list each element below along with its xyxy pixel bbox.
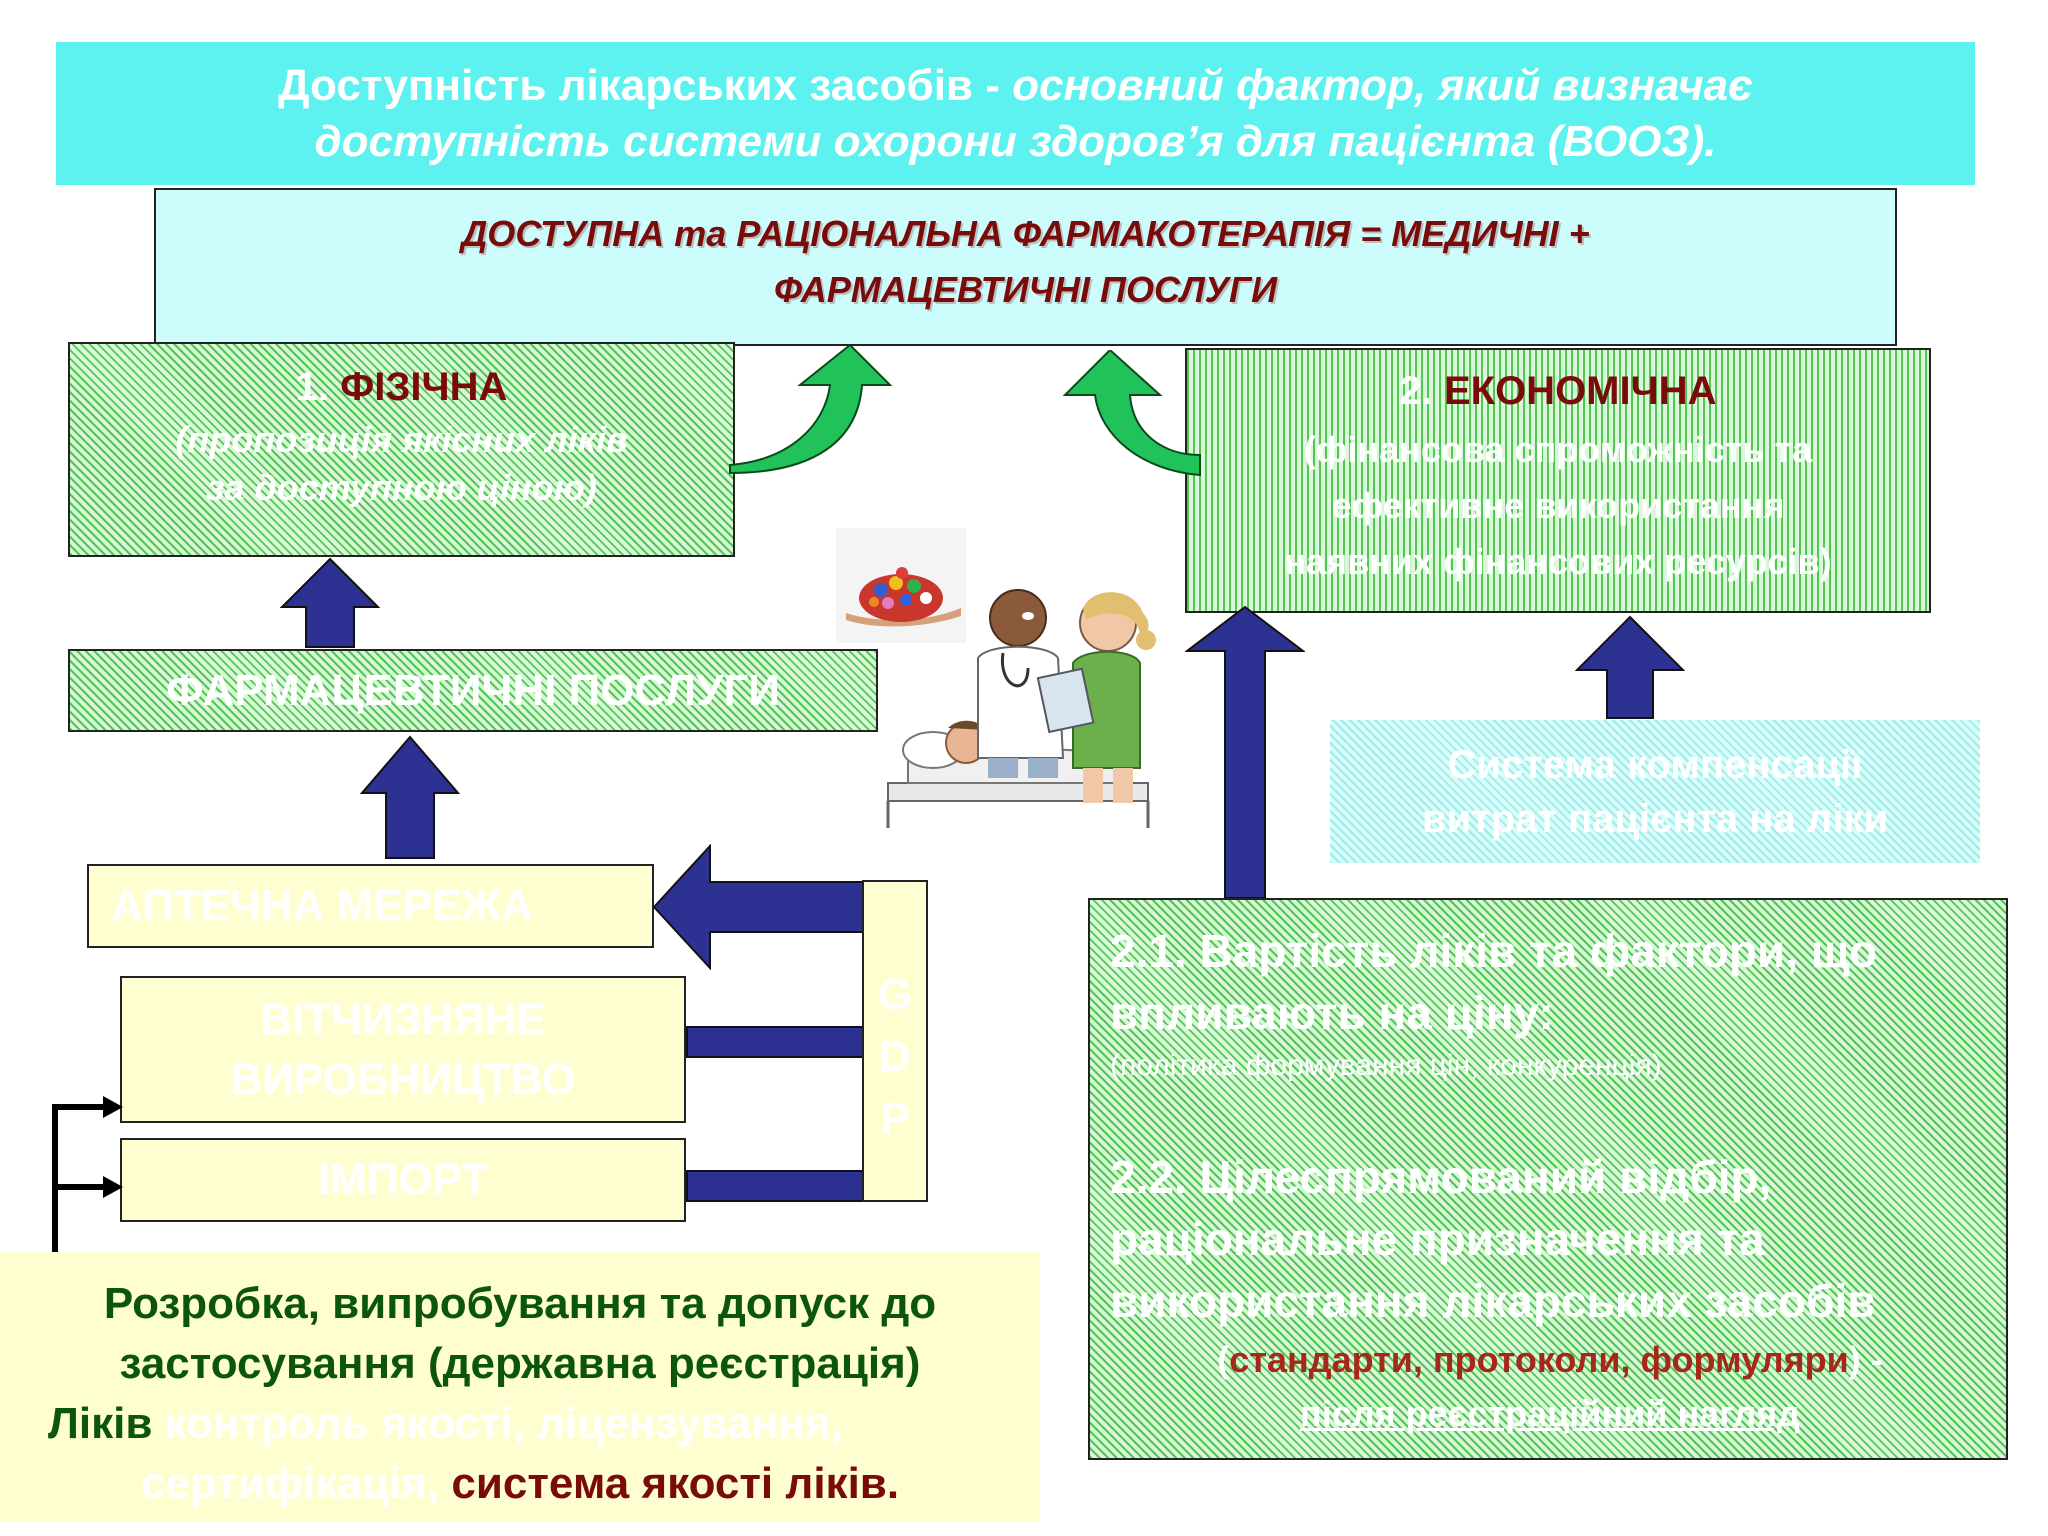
economic-desc-line3: наявних фінансових ресурсів) bbox=[1284, 541, 1832, 582]
physical-title: ФІЗІЧНА bbox=[340, 365, 508, 409]
economic-number: 2. bbox=[1399, 369, 1444, 413]
regulation-quality-system: система якості ліків. bbox=[451, 1459, 900, 1508]
green-curved-arrow-right bbox=[1062, 350, 1201, 477]
factors-open-paren: ( bbox=[1217, 1339, 1230, 1380]
factors-p2-line3: використання лікарських засобів bbox=[1110, 1275, 1876, 1327]
gdp-letter-p: P bbox=[880, 1094, 910, 1143]
pharmacy-network-label: АПТЕЧНА МЕРЕЖА bbox=[111, 881, 533, 930]
regulation-medicines: Ліків bbox=[48, 1399, 153, 1448]
pills-hand-icon bbox=[836, 528, 966, 643]
economic-desc-line1: (фінансова спроможність та bbox=[1303, 429, 1813, 470]
factors-post-reg: після реєстраційний нагляд bbox=[1299, 1393, 1801, 1434]
title-line1-italic: основний фактор, який визначає bbox=[1012, 60, 1753, 110]
economic-desc-line2: ефективне використання bbox=[1331, 485, 1785, 526]
physical-number: 1. bbox=[295, 365, 341, 409]
connector-domestic-gdp bbox=[686, 1026, 864, 1058]
factors-p2-line1: 2.2. Цілеспрямований відбір, bbox=[1110, 1151, 1772, 1203]
domestic-line1: ВІТЧИЗНЯНЕ bbox=[260, 994, 546, 1044]
formula-line1: ДОСТУПНА та РАЦІОНАЛЬНА ФАРМАКОТЕРАПІЯ =… bbox=[461, 213, 1590, 254]
title-banner: Доступність лікарських засобів - основни… bbox=[56, 42, 1975, 185]
title-line1-normal: Доступність лікарських засобів - bbox=[278, 60, 1013, 110]
regulation-quality-control: контроль якості, ліцензування, bbox=[152, 1399, 843, 1448]
factors-p2-line2: раціональне призначення та bbox=[1110, 1213, 1765, 1265]
regulation-line2: застосування (державна реєстрація) bbox=[119, 1339, 921, 1388]
connector-import-gdp bbox=[686, 1170, 864, 1202]
economic-box: 2. ЕКОНОМІЧНА (фінансова спроможність та… bbox=[1185, 348, 1931, 613]
arrow-gdp-to-pharmacy bbox=[652, 844, 865, 970]
economic-title: ЕКОНОМІЧНА bbox=[1443, 369, 1717, 413]
arrow-up-to-physical bbox=[280, 557, 380, 648]
compensation-box: Система компенсації витрат пацієнта на л… bbox=[1330, 720, 1980, 863]
gdp-letter-g: G bbox=[877, 970, 913, 1019]
factors-standards: стандарти, протоколи, формуляри bbox=[1229, 1339, 1849, 1380]
formula-line2: ФАРМАЦЕВТИЧНІ ПОСЛУГИ bbox=[773, 269, 1278, 310]
regulation-line1: Розробка, випробування та допуск до bbox=[103, 1279, 937, 1328]
regulation-bracket-arrows bbox=[52, 1096, 123, 1262]
pharm-services-label: ФАРМАЦЕВТИЧНІ ПОСЛУГИ bbox=[165, 665, 780, 715]
physical-box: 1. ФІЗІЧНА (пропозиція якісних ліків за … bbox=[68, 342, 735, 557]
import-box: ІМПОРТ bbox=[120, 1138, 686, 1222]
green-curved-arrow-left bbox=[729, 345, 893, 475]
factors-p1-line1: 2.1. Вартість ліків та фактори, що bbox=[1110, 925, 1878, 977]
doctor-nurse-patient-illustration bbox=[886, 589, 1156, 828]
import-label: ІМПОРТ bbox=[317, 1155, 489, 1204]
regulation-box: Розробка, випробування та допуск до заст… bbox=[0, 1252, 1040, 1522]
physical-desc-line2: за доступною ціною) bbox=[206, 467, 597, 508]
regulation-certification: сертифікація, bbox=[140, 1459, 452, 1508]
physical-desc-line1: (пропозиція якісних ліків bbox=[175, 419, 628, 460]
formula-box: ДОСТУПНА та РАЦІОНАЛЬНА ФАРМАКОТЕРАПІЯ =… bbox=[154, 188, 1897, 346]
factors-box: 2.1. Вартість ліків та фактори, що вплив… bbox=[1088, 898, 2008, 1460]
factors-p1-line2: впливають на ціну: bbox=[1110, 987, 1554, 1039]
gdp-box: G D P bbox=[862, 880, 928, 1202]
compensation-line1: Система компенсації bbox=[1447, 742, 1863, 787]
factors-p1-sub: (політика формування цін, конкуренція) bbox=[1110, 1049, 1662, 1082]
title-line2: доступність системи охорони здоров’я для… bbox=[314, 116, 1717, 166]
gdp-letter-d: D bbox=[879, 1032, 911, 1081]
arrow-up-to-economic-left bbox=[1185, 605, 1305, 899]
arrow-up-to-pharm-services bbox=[360, 735, 460, 859]
domestic-line2: ВИРОБНИЦТВО bbox=[230, 1054, 576, 1104]
factors-close-paren: ) - bbox=[1848, 1339, 1883, 1380]
arrow-up-to-economic-right bbox=[1575, 615, 1685, 719]
pharmacy-network-box: АПТЕЧНА МЕРЕЖА bbox=[87, 864, 654, 948]
domestic-production-box: ВІТЧИЗНЯНЕ ВИРОБНИЦТВО bbox=[120, 976, 686, 1123]
compensation-line2: витрат пацієнта на ліки bbox=[1421, 796, 1889, 841]
pharm-services-box: ФАРМАЦЕВТИЧНІ ПОСЛУГИ bbox=[68, 649, 878, 732]
